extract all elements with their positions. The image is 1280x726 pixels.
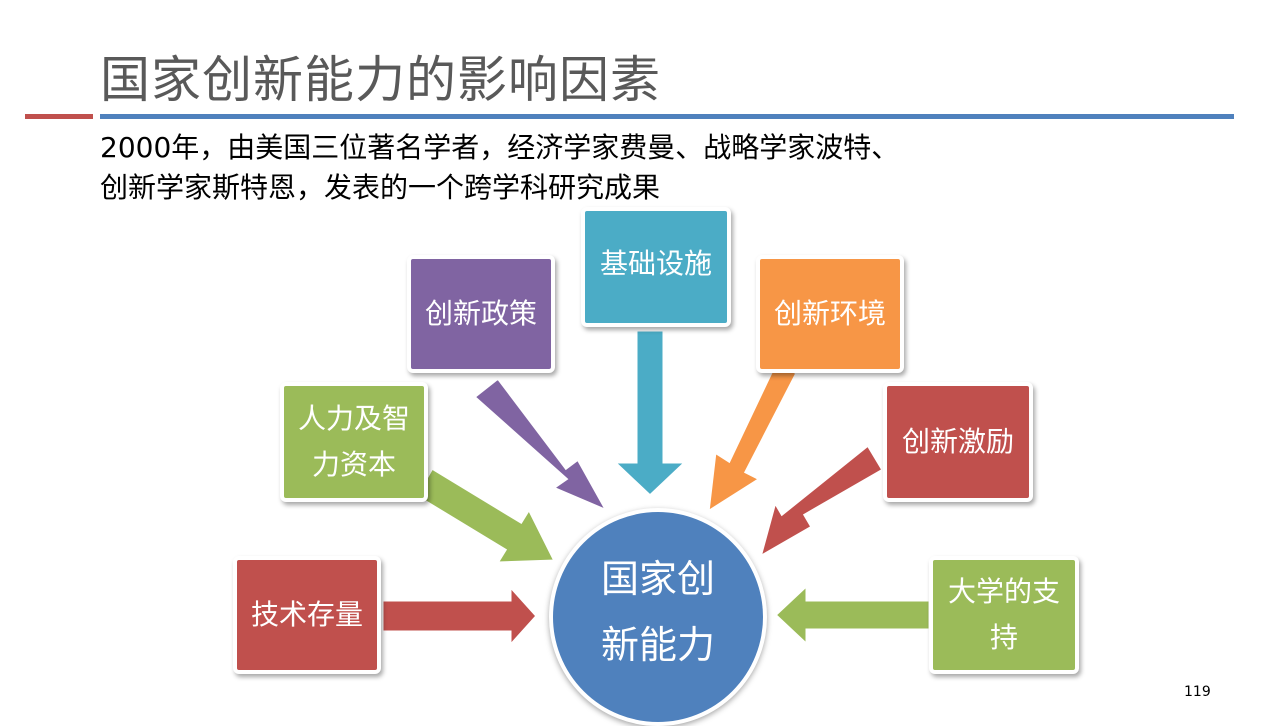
factor-innovation-incentive: 创新激励 <box>883 382 1033 502</box>
arrow-university-support <box>772 581 932 649</box>
arrow-technology-stock <box>380 582 540 650</box>
factor-university-support-label: 大学的支持 <box>947 575 1060 654</box>
arrow-innovation-incentive <box>757 442 886 561</box>
arrow-innovation-environment <box>706 359 800 515</box>
factor-innovation-environment: 创新环境 <box>756 255 904 373</box>
title-underline-rule <box>100 114 1234 119</box>
page-number: 119 <box>1184 684 1211 700</box>
intro-line-2: 创新学家斯特恩，发表的一个跨学科研究成果 <box>100 171 661 204</box>
arrow-human-capital <box>413 465 558 565</box>
arrow-infrastructure <box>610 328 690 499</box>
center-label: 国家创新能力 <box>600 557 715 667</box>
intro-line-1: 2000年，由美国三位著名学者，经济学家费曼、战略学家波特、 <box>100 131 900 164</box>
title-accent-rule <box>25 114 93 119</box>
factor-infrastructure: 基础设施 <box>581 207 731 327</box>
factor-human-capital: 人力及智力资本 <box>280 382 428 502</box>
center-national-innovation-capacity: 国家创新能力 <box>549 508 767 726</box>
factor-innovation-policy: 创新政策 <box>407 255 555 373</box>
slide-title: 国家创新能力的影响因素 <box>100 51 661 109</box>
arrow-innovation-policy <box>471 375 611 515</box>
factor-university-support: 大学的支持 <box>929 556 1079 674</box>
factor-human-capital-label: 人力及智力资本 <box>297 402 410 481</box>
factor-technology-stock: 技术存量 <box>233 556 381 674</box>
intro-text: 2000年，由美国三位著名学者，经济学家费曼、战略学家波特、 创新学家斯特恩，发… <box>100 128 1200 208</box>
